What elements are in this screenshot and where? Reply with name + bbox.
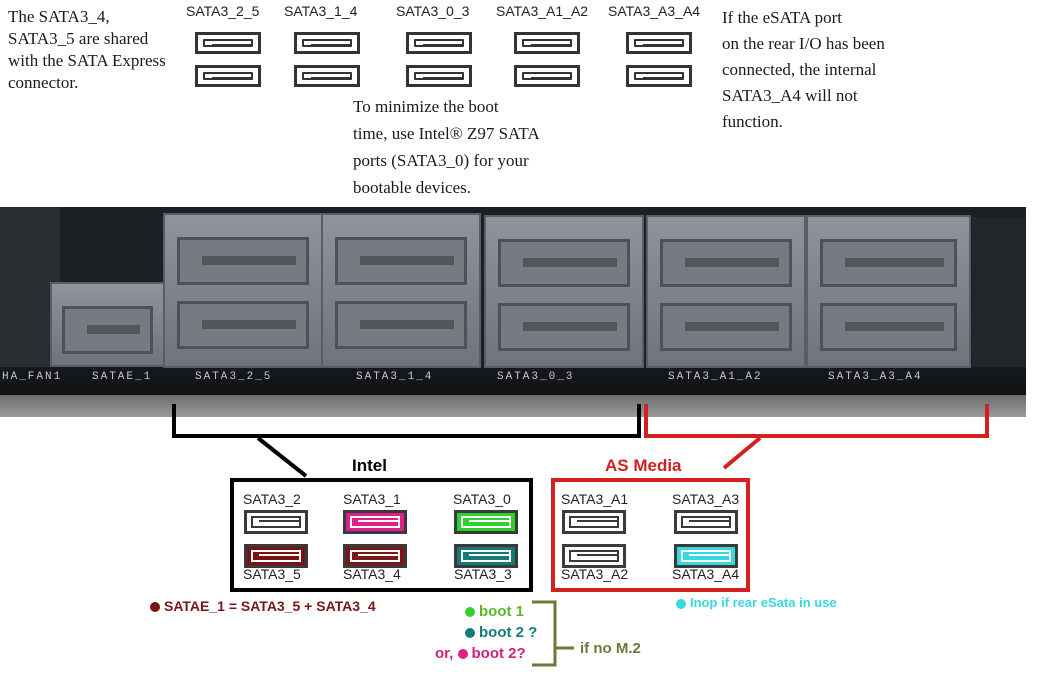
port-sata3-2-icon [244,510,308,534]
top-port-label: SATA3_A3_A4 [608,3,701,19]
inop-note-text: Inop if rear eSata in use [690,595,837,610]
satae-note-text: SATAE_1 = SATA3_5 + SATA3_4 [164,598,376,614]
motherboard-photo: HA_FAN1 SATAE_1 SATA3_2_5 SATA3_1_4 SATA… [0,207,1026,417]
boot2b-text: boot 2? [471,645,526,662]
dark-red-dot-icon [150,602,160,613]
sata-slot [820,303,957,351]
satae-note: SATAE_1 = SATA3_5 + SATA3_4 [150,598,376,614]
sata-connector-a3-a4 [806,215,971,368]
sata-connector-a1-a2 [646,215,806,368]
sata-port-icon [195,65,261,87]
intel-group-box [230,478,533,592]
sata-connector-0-3 [484,215,644,368]
pcb-edge [0,395,1026,417]
sata-port-icon [626,32,692,54]
sata-port-icon [294,32,360,54]
teal-dot-icon [465,628,475,639]
green-dot-icon [465,607,475,618]
intel-pointer [256,436,308,478]
note-boot-time: To minimize the boot time, use Intel® Z9… [353,97,540,197]
or-prefix: or, [435,645,454,662]
boot2-text: boot 2 ? [479,624,538,641]
sata-slot [335,237,467,285]
silk-sata3-a3-a4: SATA3_A3_A4 [828,371,923,383]
boot1-text: boot 1 [479,603,524,620]
sata-connector-1-4 [321,213,481,368]
sata-port-icon [195,32,261,54]
port-sata3-a1-icon [562,510,626,534]
port-label-sata3-a3: SATA3_A3 [672,491,740,507]
sata-slot [820,239,957,287]
port-label-sata3-5: SATA3_5 [243,566,301,582]
magenta-dot-icon [457,649,468,660]
asmedia-pointer [722,436,762,470]
port-sata3-0-icon [454,510,518,534]
top-port-label: SATA3_A1_A2 [496,3,589,19]
boot2b-note: or, boot 2? [435,645,526,662]
asmedia-title: AS Media [605,456,682,475]
cyan-dot-icon [676,598,686,609]
port-label-sata3-2: SATA3_2 [243,491,301,507]
intel-bracket [172,404,641,438]
satae-slot [62,306,153,354]
port-sata3-a4-icon [674,544,738,568]
silk-sata3-a1-a2: SATA3_A1_A2 [668,371,763,383]
sata-slot [177,301,309,349]
sata-connector-2-5 [163,213,323,368]
port-label-sata3-3: SATA3_3 [454,566,512,582]
sata-slot [335,301,467,349]
boot2-note: boot 2 ? [465,624,537,641]
port-label-sata3-1: SATA3_1 [343,491,401,507]
port-sata3-3-icon [454,544,518,568]
sata-slot [498,303,630,351]
port-sata3-a3-icon [674,510,738,534]
silk-satae: SATAE_1 [92,371,153,383]
port-label-sata3-a2: SATA3_A2 [561,566,629,582]
silk-ha-fan1: HA_FAN1 [2,371,63,383]
inop-note: Inop if rear eSata in use [676,595,837,610]
boot-bracket [532,600,557,667]
port-label-sata3-0: SATA3_0 [453,491,511,507]
port-sata3-4-icon [343,544,407,568]
top-port-label: SATA3_0_3 [396,3,470,19]
intel-title: Intel [352,456,387,475]
port-label-sata3-a1: SATA3_A1 [561,491,629,507]
sata-port-icon [294,65,360,87]
asmedia-bracket [644,404,989,438]
no-m2-note: if no M.2 [580,640,641,657]
sata-port-icon [406,65,472,87]
sata-slot [660,303,792,351]
sata-slot [177,237,309,285]
port-sata3-1-icon [343,510,407,534]
sata-port-icon [514,65,580,87]
sata-slot [498,239,630,287]
sata-port-icon [514,32,580,54]
note-sata-express: The SATA3_4, SATA3_5 are shared with the… [8,7,166,92]
port-sata3-a2-icon [562,544,626,568]
top-port-label: SATA3_1_4 [284,3,358,19]
asmedia-group-box [551,478,750,592]
top-port-label: SATA3_2_5 [186,3,260,19]
sata-port-icon [626,65,692,87]
silk-sata3-2-5: SATA3_2_5 [195,371,273,383]
silk-sata3-0-3: SATA3_0_3 [497,371,575,383]
boot1-note: boot 1 [465,603,524,620]
note-esata: If the eSATA port on the rear I/O has be… [722,8,885,131]
port-label-sata3-a4: SATA3_A4 [672,566,740,582]
port-label-sata3-4: SATA3_4 [343,566,401,582]
sata-port-icon [406,32,472,54]
port-sata3-5-icon [244,544,308,568]
board-background [972,217,1026,367]
silk-sata3-1-4: SATA3_1_4 [356,371,434,383]
sata-slot [660,239,792,287]
